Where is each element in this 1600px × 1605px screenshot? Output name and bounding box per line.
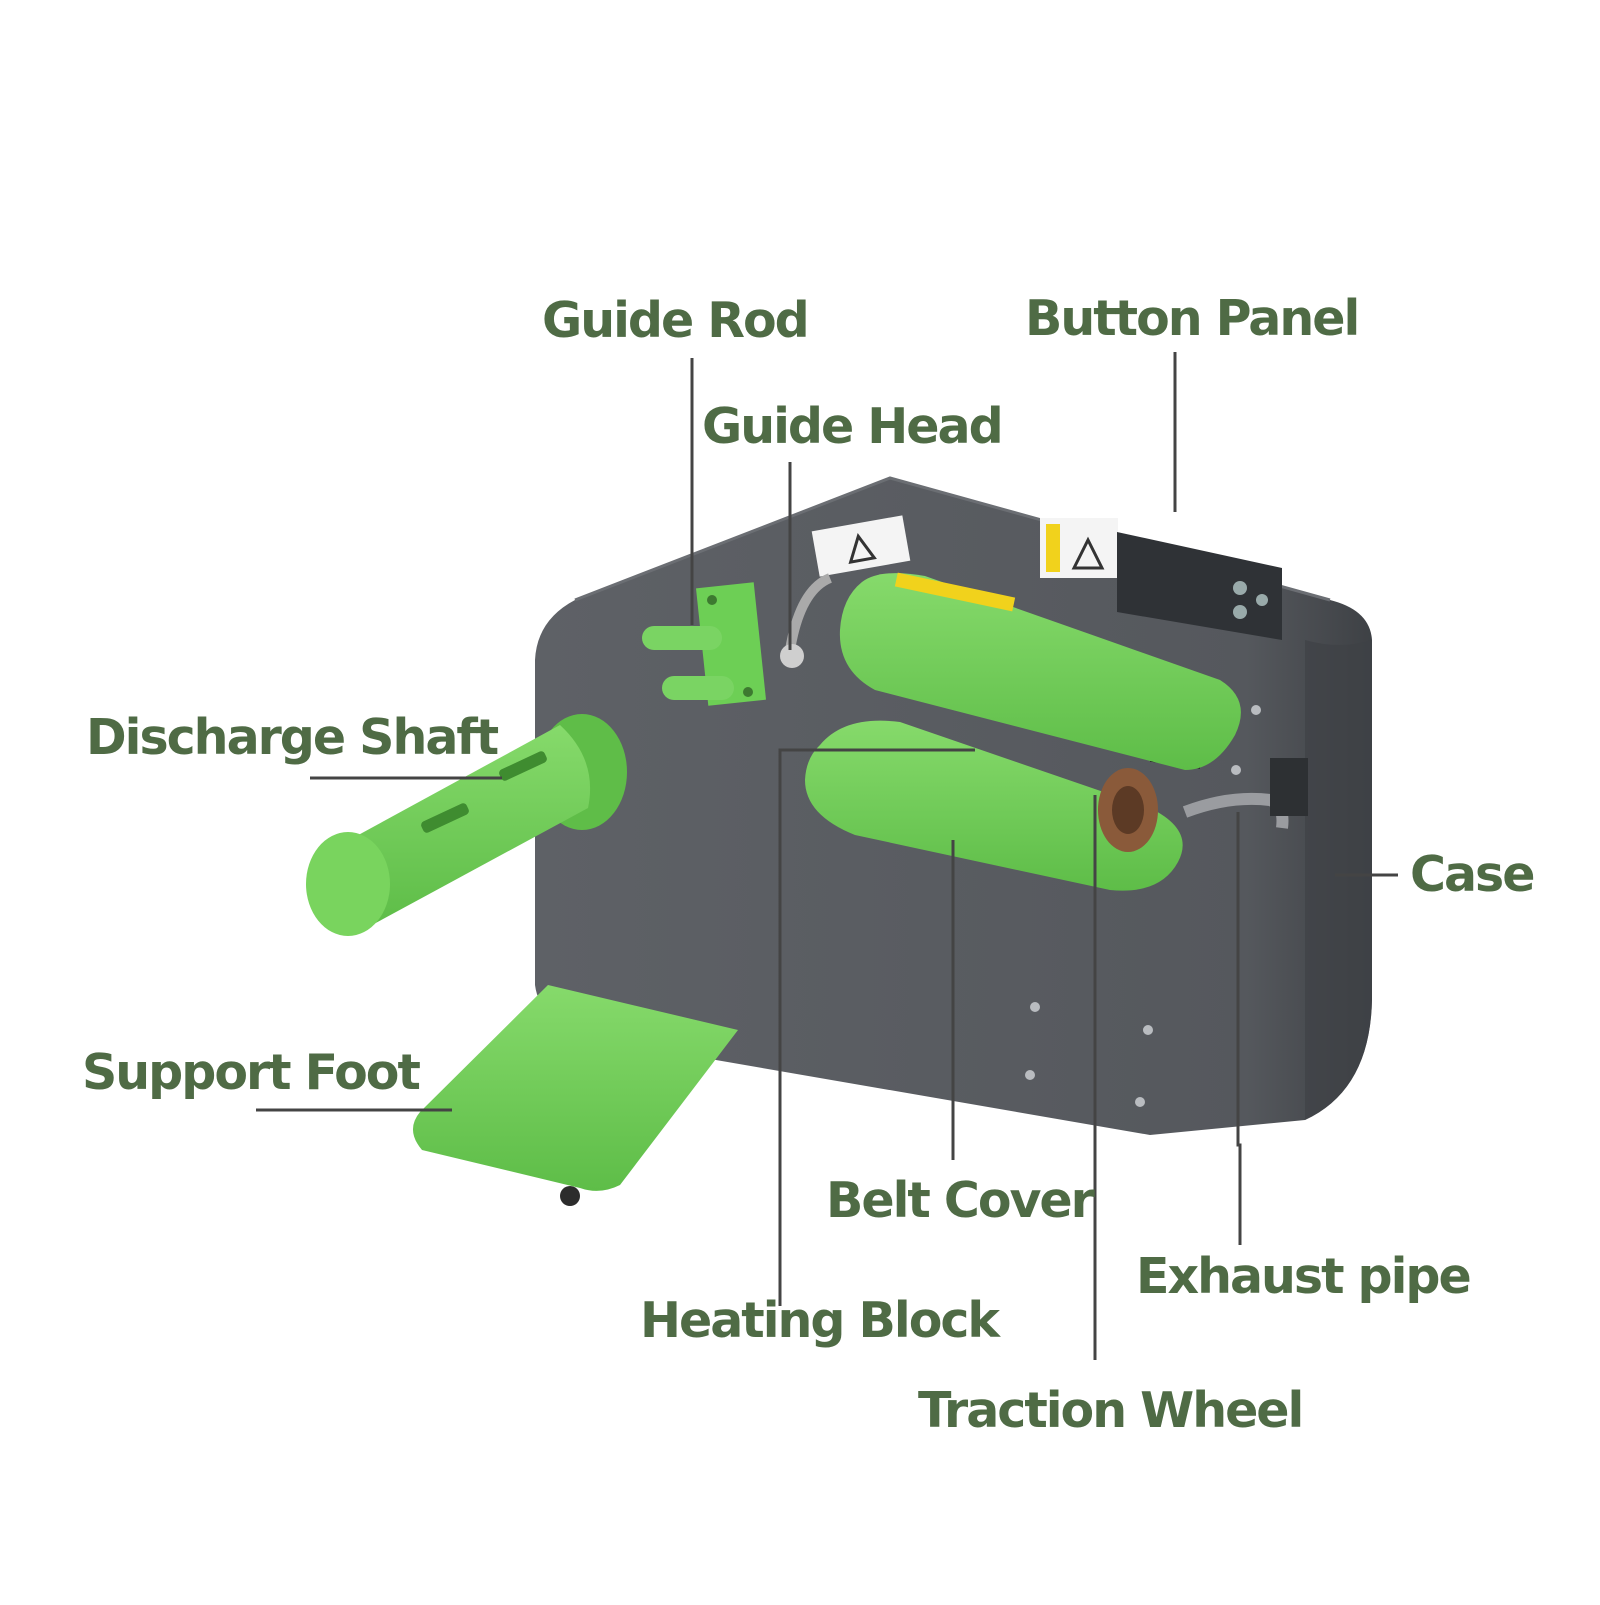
discharge-shaft-part (306, 714, 627, 936)
warning-sticker-right (1040, 518, 1118, 578)
label-guide-head: Guide Head (702, 398, 1004, 455)
label-support-foot: Support Foot (82, 1044, 421, 1101)
label-button-panel: Button Panel (1025, 290, 1360, 347)
lower-belt-cover (805, 720, 1183, 891)
leader-exhaust-pipe (1236, 812, 1242, 1245)
label-discharge-shaft: Discharge Shaft (86, 709, 499, 766)
warning-sticker-left (811, 515, 911, 577)
label-exhaust-pipe: Exhaust pipe (1136, 1248, 1472, 1305)
traction-wheel-part (1098, 768, 1158, 852)
label-belt-cover: Belt Cover (826, 1172, 1095, 1229)
label-heating-block: Heating Block (640, 1292, 1000, 1349)
upper-roller-cover (839, 572, 1241, 770)
leader-heating-block (778, 748, 975, 1306)
leader-lines (256, 352, 1398, 1360)
guide-head-part (780, 573, 833, 668)
guide-rod-part (642, 582, 767, 706)
support-foot-part (412, 985, 738, 1206)
case-screws (1025, 705, 1261, 1107)
exhaust-pipe-part (1182, 758, 1308, 829)
label-guide-rod: Guide Rod (542, 292, 810, 349)
label-traction-wheel: Traction Wheel (918, 1382, 1304, 1439)
label-case: Case (1410, 846, 1535, 903)
